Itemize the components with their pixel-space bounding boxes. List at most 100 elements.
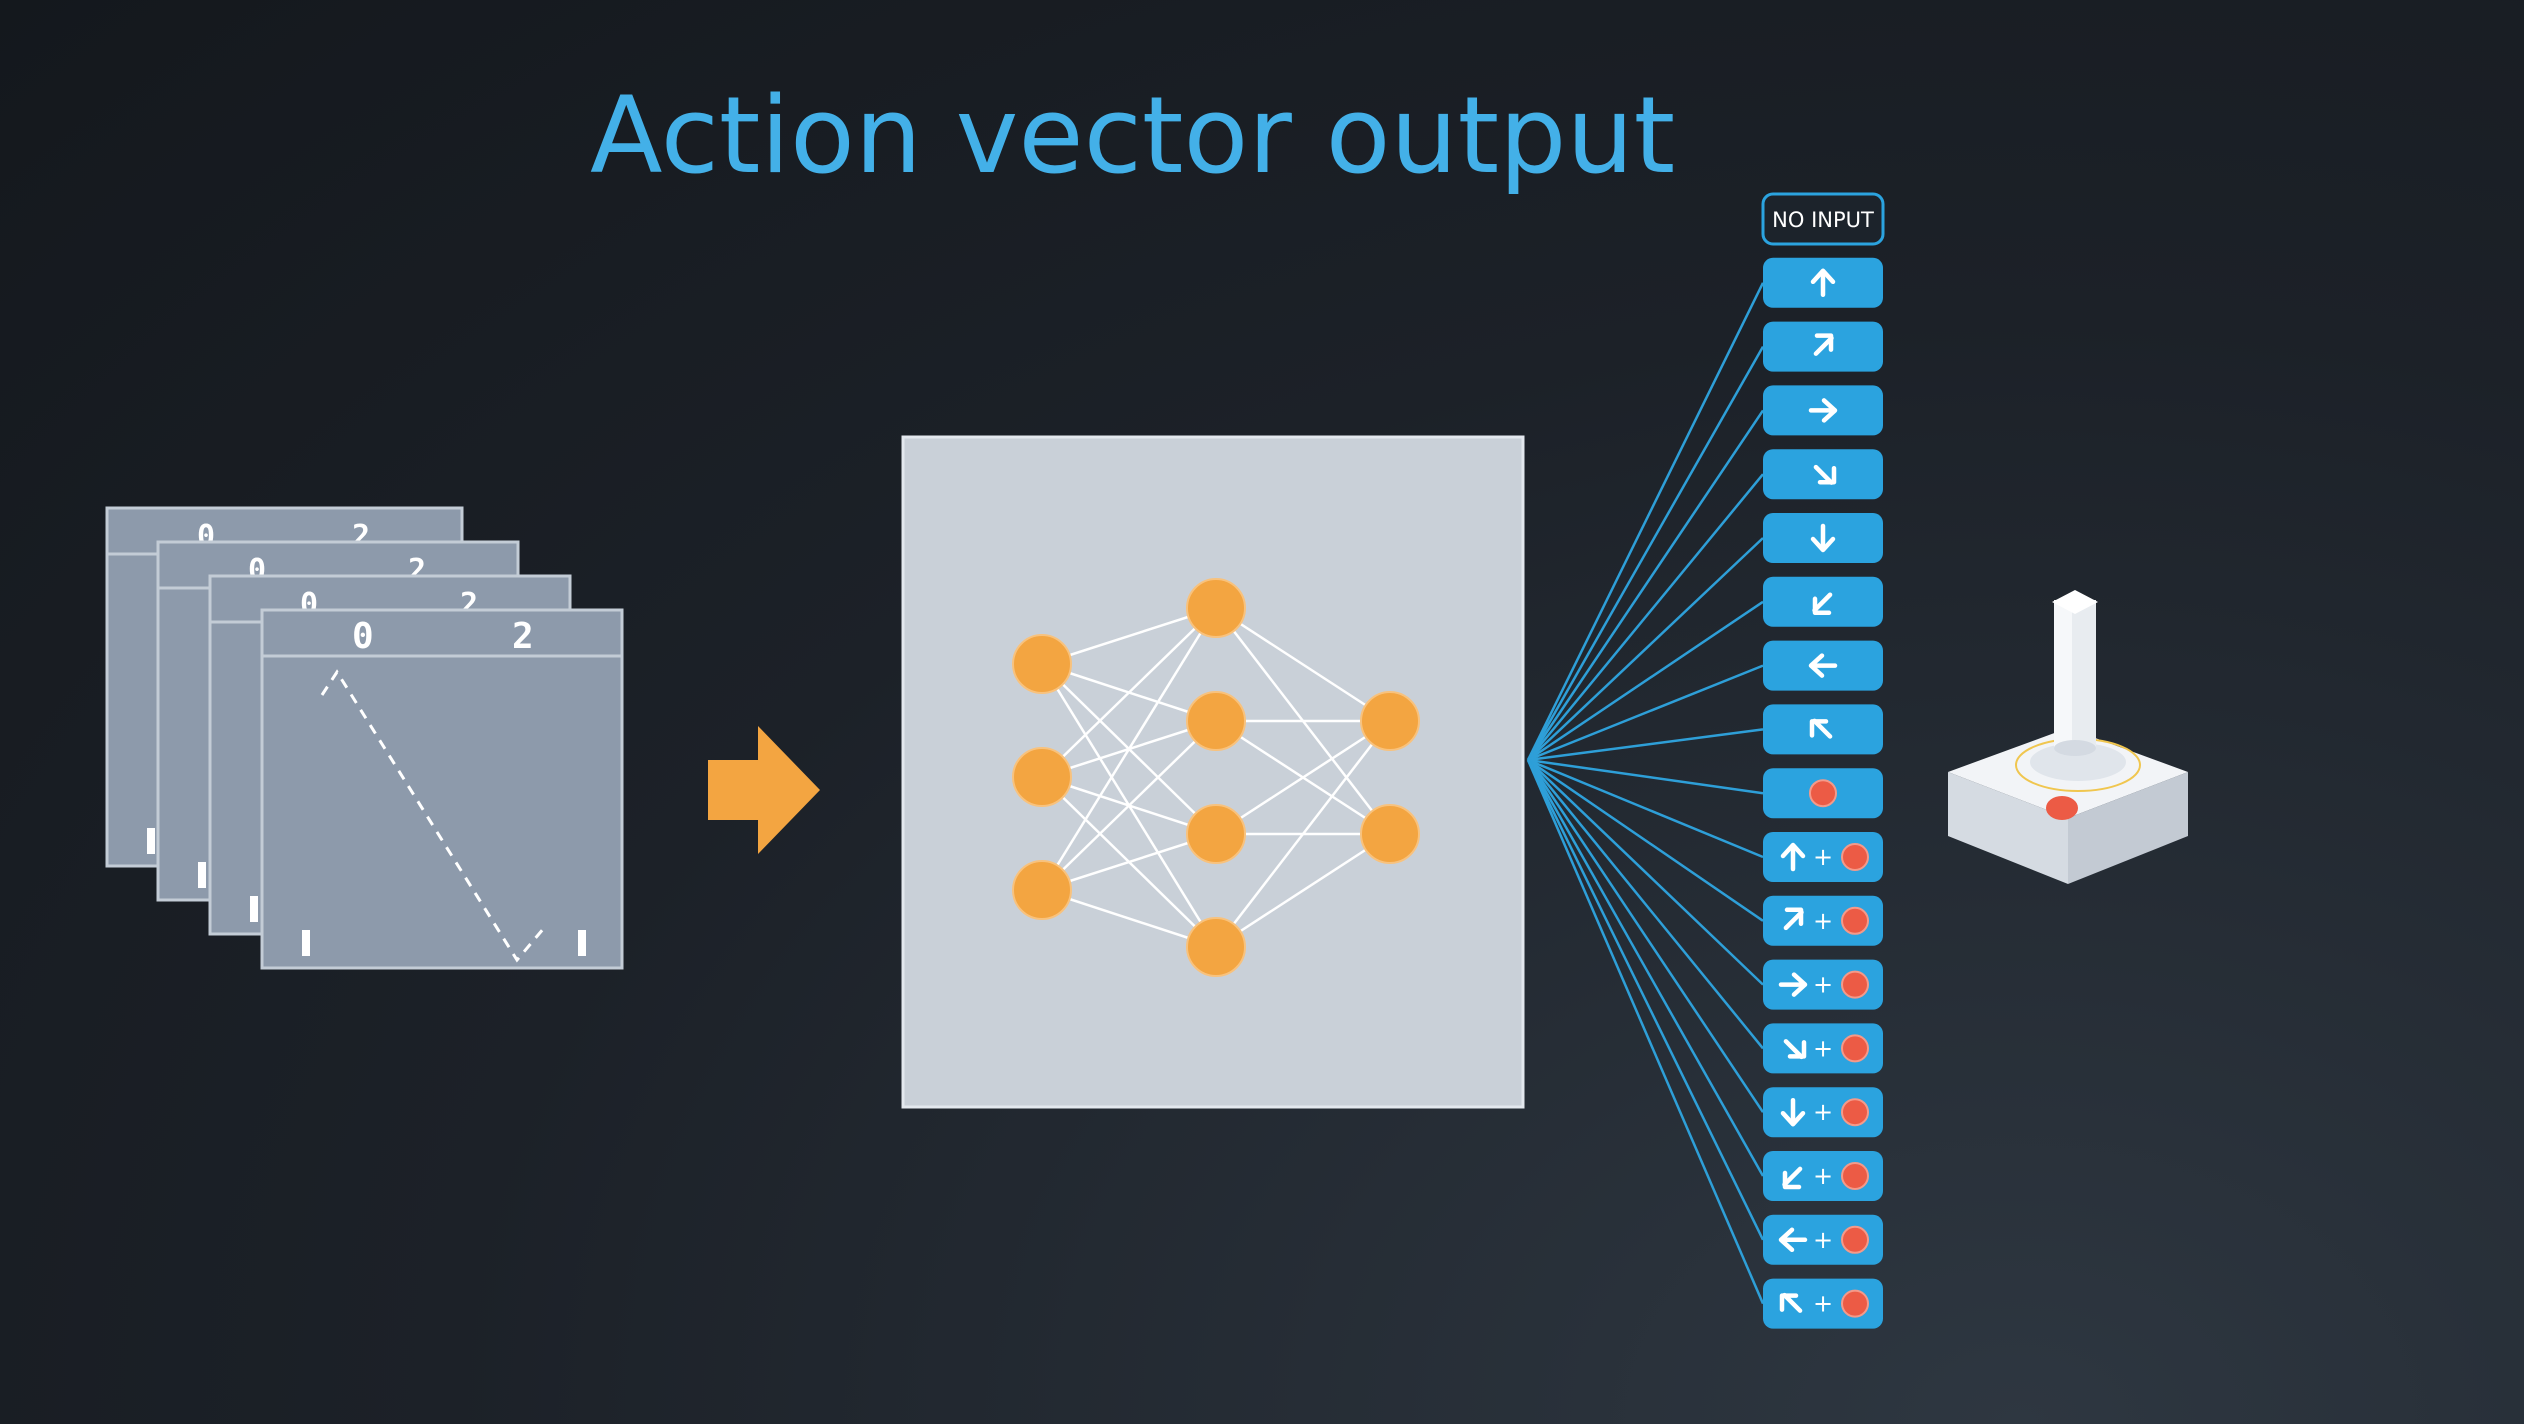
fan-line bbox=[1526, 759, 1765, 1177]
fan-line bbox=[1527, 600, 1764, 762]
network-edge bbox=[1215, 832, 1391, 949]
action-item: + bbox=[1763, 1087, 1883, 1138]
network-edge bbox=[1215, 719, 1391, 836]
neuron bbox=[1012, 747, 1072, 807]
action-item: + bbox=[1763, 959, 1883, 1010]
up-right-arrow-icon bbox=[1783, 907, 1804, 931]
fan-line bbox=[1526, 345, 1765, 761]
paddle-left bbox=[302, 930, 310, 956]
action-item bbox=[1763, 385, 1883, 436]
plus-sign: + bbox=[1813, 1290, 1833, 1318]
fan-line bbox=[1527, 758, 1764, 922]
neuron bbox=[1186, 804, 1246, 864]
output-connections bbox=[1526, 282, 1765, 1305]
fan-line bbox=[1526, 759, 1765, 1241]
network-edge bbox=[1041, 888, 1217, 949]
fan-line bbox=[1526, 282, 1765, 761]
up-arrow-icon bbox=[1810, 268, 1836, 298]
fire-button-icon bbox=[1841, 843, 1869, 871]
down-left-arrow-icon bbox=[1782, 1166, 1803, 1190]
network-edge bbox=[1041, 832, 1217, 892]
plus-sign: + bbox=[1813, 1034, 1833, 1062]
fan-line bbox=[1527, 758, 1764, 859]
action-item: + bbox=[1763, 1278, 1883, 1329]
action-item bbox=[1763, 704, 1883, 755]
fan-line bbox=[1526, 409, 1765, 761]
plus-sign: + bbox=[1813, 1098, 1833, 1126]
score-left: 0 bbox=[352, 616, 374, 657]
network-edge bbox=[1040, 607, 1218, 891]
fan-line bbox=[1527, 537, 1764, 761]
action-item bbox=[1763, 640, 1883, 691]
fire-button-icon bbox=[1841, 1289, 1869, 1318]
neuron bbox=[1186, 691, 1246, 751]
paddle-left bbox=[198, 862, 206, 888]
fire-button-icon bbox=[1841, 1098, 1869, 1127]
network-edge bbox=[1041, 720, 1217, 891]
action-item bbox=[1763, 768, 1883, 819]
action-item: NO INPUT bbox=[1761, 192, 1885, 246]
neural-network bbox=[1012, 578, 1420, 977]
down-left-arrow-icon bbox=[1812, 592, 1833, 616]
left-arrow-icon bbox=[1808, 653, 1838, 678]
up-left-arrow-icon bbox=[1809, 718, 1833, 739]
fire-button-icon bbox=[1841, 1162, 1869, 1190]
fan-line bbox=[1527, 759, 1764, 1050]
fan-line bbox=[1527, 758, 1764, 795]
action-item: + bbox=[1763, 1023, 1883, 1074]
fire-button-icon bbox=[1809, 779, 1837, 808]
network-edge bbox=[1041, 607, 1217, 778]
action-item bbox=[1763, 513, 1883, 563]
action-item: + bbox=[1763, 1214, 1883, 1265]
paddle-left bbox=[250, 896, 258, 922]
action-item bbox=[1763, 449, 1883, 500]
diagram-title: Action vector output bbox=[590, 74, 1675, 197]
plus-sign: + bbox=[1813, 1162, 1833, 1190]
down-arrow-icon bbox=[1810, 523, 1836, 553]
fire-button-icon bbox=[1841, 906, 1869, 935]
up-arrow-icon bbox=[1780, 842, 1806, 872]
neuron bbox=[1012, 634, 1072, 694]
joystick-icon bbox=[1948, 590, 2188, 884]
action-item bbox=[1763, 257, 1883, 308]
fire-button-icon bbox=[1841, 970, 1869, 999]
fan-line bbox=[1527, 664, 1764, 762]
network-edge bbox=[1215, 720, 1391, 948]
right-arrow-icon bbox=[1808, 398, 1838, 423]
network-edge bbox=[1041, 606, 1217, 666]
score-right: 2 bbox=[512, 616, 534, 657]
network-panel bbox=[901, 435, 1525, 1109]
paddle-left bbox=[147, 828, 155, 854]
fan-line bbox=[1527, 728, 1764, 762]
fan-line bbox=[1527, 759, 1764, 986]
fire-button-icon bbox=[1841, 1225, 1869, 1254]
plus-sign: + bbox=[1813, 907, 1833, 935]
action-vector: NO INPUT + + + + + + + + bbox=[1761, 192, 1885, 1329]
down-arrow-icon bbox=[1780, 1097, 1806, 1127]
action-item: + bbox=[1763, 832, 1883, 882]
neuron bbox=[1012, 860, 1072, 920]
right-arrow-icon bbox=[708, 726, 820, 854]
fire-button-icon bbox=[1841, 1034, 1869, 1063]
network-edge bbox=[1215, 606, 1391, 723]
action-item: + bbox=[1763, 895, 1883, 946]
fan-line bbox=[1526, 759, 1765, 1305]
no-input-label: NO INPUT bbox=[1772, 208, 1874, 232]
neuron bbox=[1186, 917, 1246, 977]
plus-sign: + bbox=[1813, 971, 1833, 999]
action-item bbox=[1763, 321, 1883, 372]
plus-sign: + bbox=[1813, 1226, 1833, 1254]
left-arrow-icon bbox=[1778, 1227, 1808, 1253]
action-item: + bbox=[1763, 1151, 1883, 1201]
right-arrow-icon bbox=[1778, 972, 1808, 997]
paddle-right bbox=[578, 930, 586, 956]
plus-sign: + bbox=[1813, 843, 1833, 871]
down-right-arrow-icon bbox=[1783, 1039, 1807, 1060]
neuron bbox=[1360, 691, 1420, 751]
neuron bbox=[1360, 804, 1420, 864]
action-item bbox=[1763, 576, 1883, 627]
neuron bbox=[1186, 578, 1246, 638]
